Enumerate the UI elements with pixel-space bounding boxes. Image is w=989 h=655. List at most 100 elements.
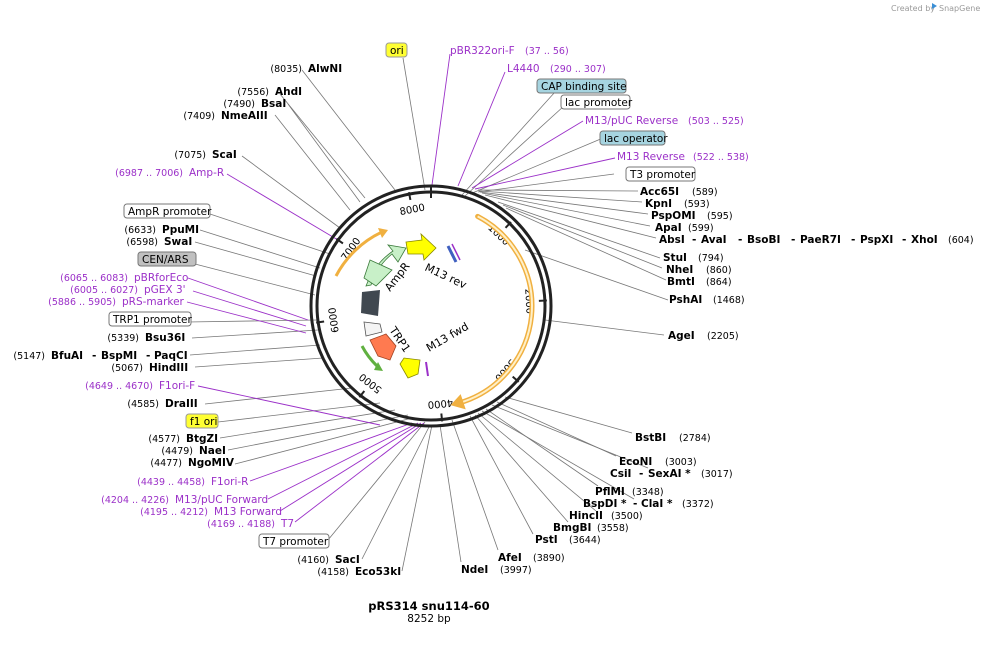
boxed-feature-lac-operator: lac operator — [599, 130, 668, 146]
site-psti-pos: (3644) — [569, 535, 601, 546]
site-pshai-pos: (1468) — [713, 295, 745, 306]
credit-brand: SnapGene — [939, 4, 980, 13]
site-bsobi: BsoBI — [747, 234, 780, 246]
ring-tick-label-7000: 7000 — [340, 236, 364, 263]
site-ndei-pos: (3997) — [500, 565, 532, 576]
site-sexai: SexAI * — [648, 468, 691, 480]
ring-tick-6000 — [316, 320, 325, 324]
amp-promoter-arc — [334, 228, 388, 277]
site-dash-7: - — [791, 234, 795, 246]
primer-t7-range: (4169 .. 4188) — [207, 519, 275, 530]
inner-label-m13-fwd: M13 fwd — [424, 320, 471, 355]
primer-l4440: L4440 — [507, 63, 540, 75]
site-acc65i: Acc65I — [640, 186, 679, 198]
site-bsu36i-pos: (5339) — [107, 333, 139, 344]
ring-tickmarks — [316, 186, 547, 422]
site-saci: SacI — [335, 554, 360, 566]
site-naei-pos: (4479) — [161, 446, 193, 457]
site-hindiii-pos: (5067) — [111, 363, 143, 374]
credit-prefix: Created by — [891, 4, 935, 13]
site-ahdi: AhdI — [275, 86, 302, 98]
ring-tick-7000 — [335, 238, 344, 245]
site-bspmi: BspMI — [101, 350, 137, 362]
primer-t7: T7 — [280, 518, 294, 530]
site-scai: ScaI — [212, 149, 237, 161]
svg-text:TRP1 promoter: TRP1 promoter — [112, 314, 192, 326]
primer-prs-marker-range: (5886 .. 5905) — [48, 297, 116, 308]
svg-text:CEN/ARS: CEN/ARS — [142, 254, 189, 266]
svg-text:f1 ori: f1 ori — [190, 416, 217, 428]
site-bsu36i: Bsu36I — [145, 332, 185, 344]
enzyme-labels-left: (8035) AlwNI (7556) AhdI (7490) BsaI (74… — [13, 63, 401, 578]
enzyme-leader-lines — [189, 69, 669, 572]
primer-pbr322ori-f: pBR322ori-F — [450, 45, 515, 57]
site-swai: SwaI — [164, 236, 192, 248]
site-bfuai: BfuAI — [51, 350, 83, 362]
primer-l4440-range: (290 .. 307) — [550, 64, 606, 75]
svg-text:lac promoter: lac promoter — [565, 97, 633, 109]
snapgene-logo-icon — [932, 3, 937, 9]
site-paqci: PaqCI — [154, 350, 188, 362]
site-nhei: NheI — [666, 264, 693, 276]
site-pspomi: PspOMI — [651, 210, 696, 222]
primer-prs-marker: pRS-marker — [122, 296, 185, 308]
ori-feature-arc — [450, 213, 535, 410]
site-eco53ki-pos: (4158) — [317, 567, 349, 578]
plasmid-length: 8252 bp — [407, 613, 451, 625]
primer-m13-forward: M13 Forward — [214, 506, 282, 518]
site-dash-2: - — [146, 350, 150, 362]
site-eco53ki: Eco53kI — [355, 566, 401, 578]
site-dash-9: - — [902, 234, 906, 246]
primer-m13-puc-forward-range: (4204 .. 4226) — [101, 495, 169, 506]
boxed-feature-trp1-promoter: TRP1 promoter — [108, 311, 192, 327]
site-bmti-pos: (864) — [706, 277, 732, 288]
plasmid-name: pRS314 snu114-60 — [368, 599, 489, 613]
site-btgzi: BtgZI — [186, 433, 218, 445]
site-swai-pos: (6598) — [126, 237, 158, 248]
site-acc65i-pos: (589) — [692, 187, 718, 198]
site-alwni-pos: (8035) — [270, 64, 302, 75]
svg-text:ori: ori — [390, 45, 404, 57]
primer-f1ori-f-range: (4649 .. 4670) — [85, 381, 153, 392]
primer-f1ori-r: F1ori-R — [211, 476, 248, 488]
site-psti: PstI — [535, 534, 558, 546]
site-hincii: HincII — [569, 510, 603, 522]
inner-feature-ampr — [363, 244, 407, 287]
site-avai: AvaI — [701, 234, 727, 246]
feature-leader-lines — [187, 57, 615, 541]
site-btgzi-pos: (4577) — [148, 434, 180, 445]
site-afei-pos: (3890) — [533, 553, 565, 564]
inner-label-m13-rev: M13 rev — [423, 261, 469, 292]
primer-amp-r-range: (6987 .. 7006) — [115, 168, 183, 179]
boxed-feature-lac-promoter: lac promoter — [560, 94, 633, 110]
site-naei: NaeI — [199, 445, 226, 457]
site-apai-pos: (599) — [688, 223, 714, 234]
site-kpni: KpnI — [645, 198, 672, 210]
svg-text:lac operator: lac operator — [604, 133, 668, 145]
site-agei-pos: (2205) — [707, 331, 739, 342]
site-dash-1: - — [92, 350, 96, 362]
site-pflmi-pos: (3348) — [632, 487, 664, 498]
ring-tick-1000 — [504, 221, 512, 229]
site-sexai-pos: (3017) — [701, 469, 733, 480]
snapgene-credit: Created by SnapGene — [891, 3, 980, 13]
primer-m13-puc-reverse: M13/pUC Reverse — [585, 115, 678, 127]
site-bmti: BmtI — [667, 276, 695, 288]
boxed-feature-ori: ori — [385, 42, 408, 58]
inner-feature-trp1 — [369, 333, 397, 361]
site-dash-5: - — [692, 234, 696, 246]
site-pflmi: PflMI — [595, 486, 625, 498]
site-ndei: NdeI — [461, 564, 488, 576]
primer-m13-forward-range: (4195 .. 4212) — [140, 507, 208, 518]
site-ngomiv-pos: (4477) — [150, 458, 182, 469]
site-pshai: PshAI — [669, 294, 702, 306]
site-bfuai-pos: (5147) — [13, 351, 45, 362]
trp1-promoter-arc — [360, 345, 383, 371]
site-nhei-pos: (860) — [706, 265, 732, 276]
site-scai-pos: (7075) — [174, 150, 206, 161]
inner-feature-m13-rev — [405, 232, 461, 263]
site-clai: ClaI * — [641, 498, 673, 510]
site-bmgbi: BmgBI — [553, 522, 591, 534]
